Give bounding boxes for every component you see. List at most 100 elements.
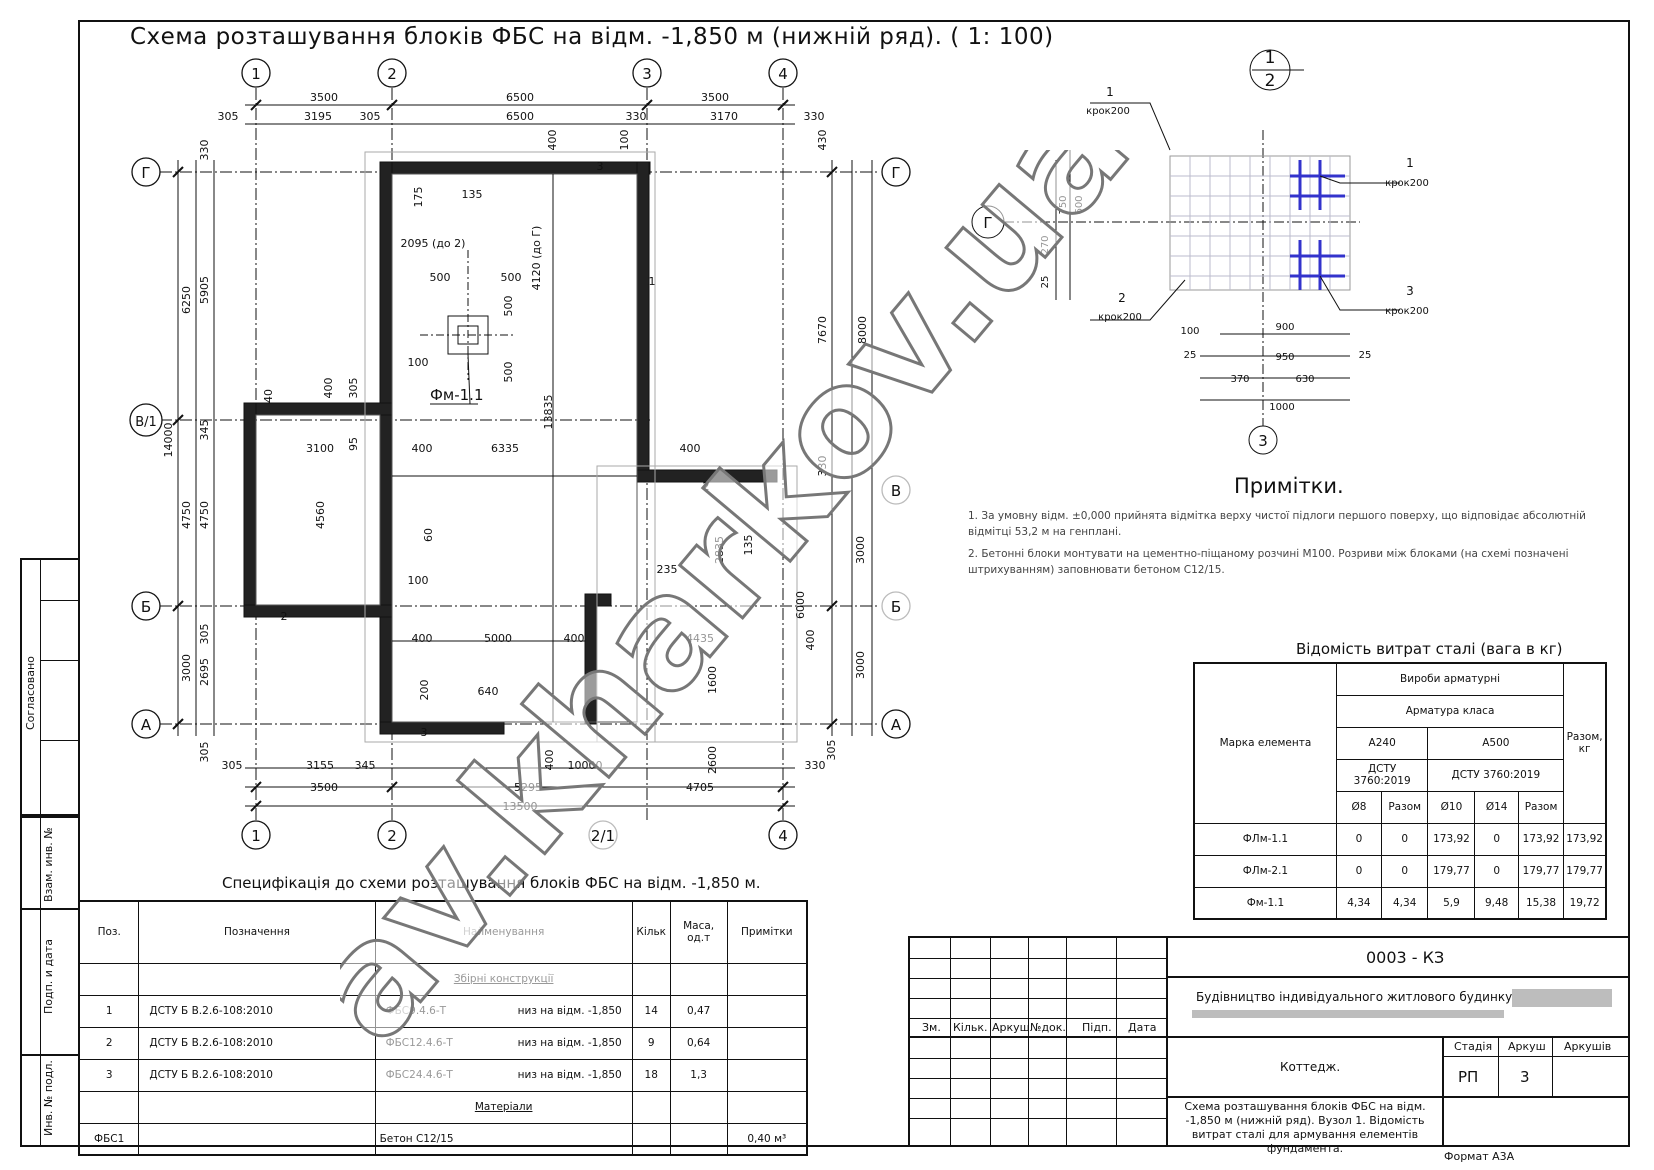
side-label-inv-vz: Взам. инв. №	[42, 827, 55, 902]
steel-header-std2: ДСТУ 3760:2019	[1427, 758, 1565, 792]
spec-cell	[726, 994, 808, 1028]
dim-bottom-inner-4: 5295	[514, 781, 542, 794]
steel-cell: ФЛм-2.1	[1193, 854, 1337, 888]
dim-left-inner-3: 345	[198, 420, 211, 441]
axis-label-4-bottom: 4	[778, 827, 788, 845]
steel-cell: 4,34	[1335, 886, 1382, 920]
axis-label-2: 2	[387, 65, 397, 83]
dim-int-4560: 4560	[314, 501, 327, 529]
steel-header-std1: ДСТУ 3760:2019	[1335, 758, 1429, 792]
dim-bottom-inner-2: 3155	[306, 759, 334, 772]
spec-cell: 0,64	[669, 1026, 728, 1060]
callout-3-step: крок200	[1385, 306, 1429, 317]
dim-top-inner-6: 3170	[710, 110, 738, 123]
tb-object: Коттедж.	[1280, 1060, 1341, 1074]
steel-cell: 5,9	[1427, 886, 1476, 920]
dim-int-6335: 6335	[491, 442, 519, 455]
dim-bottom-inner-3: 345	[355, 759, 376, 772]
dim-int-5000: 5000	[484, 632, 512, 645]
dim-bottom-inner-6: 330	[805, 759, 826, 772]
dim-int-200: 200	[418, 680, 431, 701]
spec-cell	[669, 1122, 728, 1156]
callout-3-mark: 3	[1406, 284, 1414, 298]
steel-header-mark: Марка елемента	[1193, 662, 1337, 824]
redacted-address-line	[1192, 1010, 1504, 1018]
tb-code: 0003 - КЗ	[1366, 948, 1445, 967]
tb-project: Будівництво індивідуального житлового бу…	[1196, 990, 1561, 1004]
block-label-right: 1	[649, 275, 656, 288]
dim-int-2095: 2095 (до 2)	[401, 237, 466, 250]
spec-cell	[631, 1122, 671, 1156]
detail-number-bottom: 2	[1265, 71, 1276, 91]
spec-cell: низ на відм. -1,850	[517, 1037, 622, 1049]
spec-header-mass: Маса, од.т	[669, 900, 728, 964]
notes-title: Примітки.	[1234, 474, 1344, 498]
spec-cell: 14	[631, 994, 671, 1028]
steel-header-products: Вироби арматурні	[1335, 662, 1565, 696]
axis-label-2-bottom: 2	[387, 827, 397, 845]
spec-section-materials: Матеріали	[374, 1090, 633, 1124]
dim-int-95: 95	[347, 437, 360, 451]
block-label-top: 3	[597, 160, 604, 173]
tb-header-sheets: Аркушів	[1564, 1040, 1612, 1053]
steel-cell: 0	[1474, 822, 1519, 856]
dim-int-400g: 400	[804, 630, 817, 651]
spec-cell: ДСТУ Б В.2.6-108:2010	[138, 1026, 376, 1060]
dim-top-inner-3: 305	[360, 110, 381, 123]
dim-int-100b: 100	[408, 356, 429, 369]
spec-cell	[726, 1058, 808, 1092]
dim-bottom-outer-3: 13500	[503, 800, 538, 813]
detail-dim-600: 600	[1074, 195, 1085, 214]
block-label-bottom: 3	[421, 726, 428, 739]
note-2: 2. Бетонні блоки монтувати на цементно-п…	[968, 548, 1569, 576]
steel-cell: 179,77	[1427, 854, 1476, 888]
steel-cell: 179,77	[1563, 854, 1607, 888]
dim-int-640: 640	[478, 685, 499, 698]
redacted-address	[1512, 989, 1612, 1007]
spec-cell: 0,47	[669, 994, 728, 1028]
detail-dim-270: 270	[1040, 235, 1051, 254]
tb-header-pidp: Підп.	[1082, 1021, 1112, 1034]
specification-table: Поз. Позначення Найменування Кільк Маса,…	[78, 900, 808, 1156]
spec-cell: ФБС12.4.6-Т	[385, 1037, 453, 1049]
dim-int-400c: 400	[412, 442, 433, 455]
spec-cell: 2	[78, 1026, 140, 1060]
dim-int-400: 400	[546, 130, 559, 151]
dim-int-40: 40	[262, 389, 275, 403]
tb-drawing-name: Схема розташування блоків ФБС на відм. -…	[1184, 1100, 1426, 1155]
dim-right-7: 3000	[854, 651, 867, 679]
steel-cell: 0	[1335, 854, 1382, 888]
dim-int-1600: 1600	[706, 666, 719, 694]
table-row: 3 ДСТУ Б В.2.6-108:2010 ФБС24.4.6-Т низ …	[78, 1058, 808, 1092]
axis-label-4: 4	[778, 65, 788, 83]
spec-header-name: Найменування	[374, 900, 633, 964]
side-label-sign-date: Подп. и дата	[42, 939, 55, 1014]
steel-header-sum2: Разом	[1517, 790, 1565, 824]
dim-int-2600: 2600	[706, 746, 719, 774]
spec-cell: 9	[631, 1026, 671, 1060]
dim-int-400e: 400	[412, 632, 433, 645]
spec-cell: ФБС9.4.6-Т	[385, 1005, 447, 1017]
spec-header-pos: Поз.	[78, 900, 140, 964]
spec-header-note: Примітки	[726, 900, 808, 964]
spec-cell	[726, 1026, 808, 1060]
spec-cell: 3	[78, 1058, 140, 1092]
spec-cell: ДСТУ Б В.2.6-108:2010	[138, 994, 376, 1028]
dim-int-100c: 100	[408, 574, 429, 587]
dim-right-3: 8000	[856, 316, 869, 344]
dim-int-500b: 500	[501, 271, 522, 284]
detail-dim-900: 900	[1275, 322, 1294, 333]
note-1: 1. За умовну відм. ±0,000 прийнята відмі…	[968, 510, 1586, 538]
callout-1-step: крок200	[1086, 106, 1130, 117]
tb-header-kil: Кільк.	[953, 1021, 988, 1034]
callout-1b-mark: 1	[1406, 156, 1414, 170]
side-stamp-inventory: Взам. инв. № Подп. и дата Инв. № подл.	[20, 816, 80, 1147]
steel-header-sum1: Разом	[1380, 790, 1429, 824]
side-label-inv-orig: Инв. № подл.	[42, 1060, 55, 1136]
title-block: Зм. Кільк. Аркуш №док. Підп. Дата 0003 -…	[908, 936, 1630, 1155]
axis-label-1-bottom: 1	[251, 827, 261, 845]
spec-section-prefab: Збірні конструкції	[374, 962, 633, 996]
